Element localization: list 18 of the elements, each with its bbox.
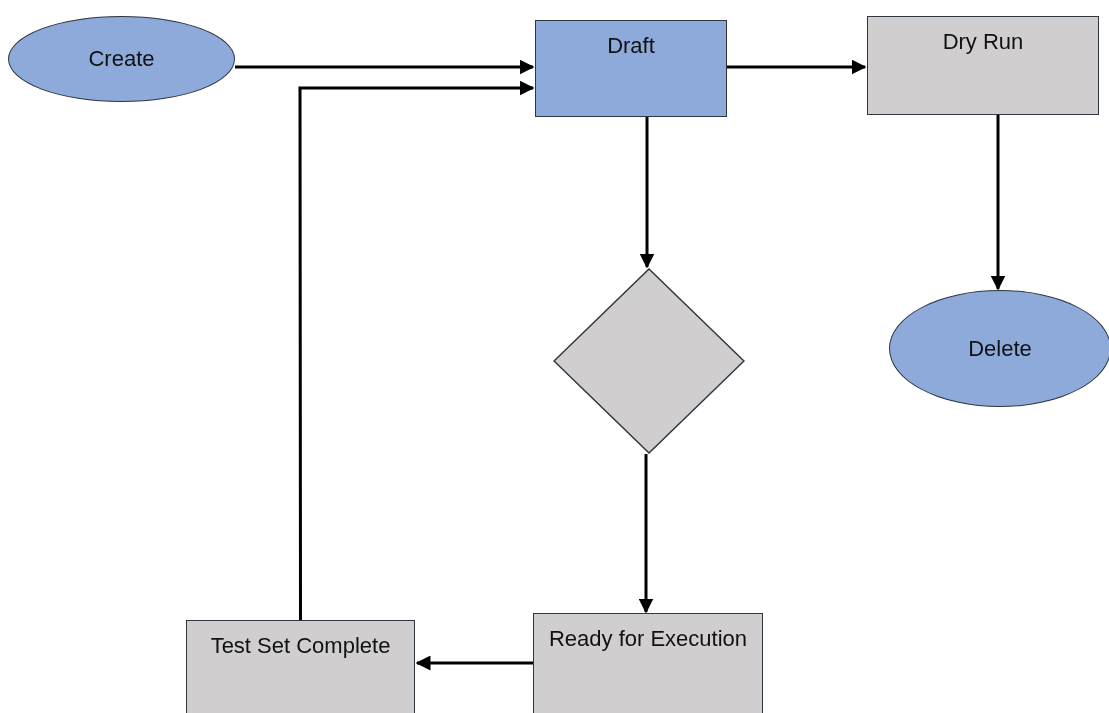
node-label: Delete [968,334,1032,363]
arrow [990,115,1006,291]
decision-diamond [553,268,745,454]
arrow [727,59,867,75]
arrow [298,80,535,620]
process-box [533,613,763,713]
process-box [867,16,1099,115]
node-label: Dry Run [942,28,1024,56]
process-box [186,620,415,713]
node-label: Draft [607,32,655,60]
arrow [638,454,654,614]
node-label: Test Set Complete [210,632,391,660]
arrow [639,117,655,269]
arrow [235,59,535,75]
node-label: Ready for Execution [548,625,748,653]
node-label: Create [88,45,155,74]
arrow [415,655,533,671]
process-box [535,20,727,117]
